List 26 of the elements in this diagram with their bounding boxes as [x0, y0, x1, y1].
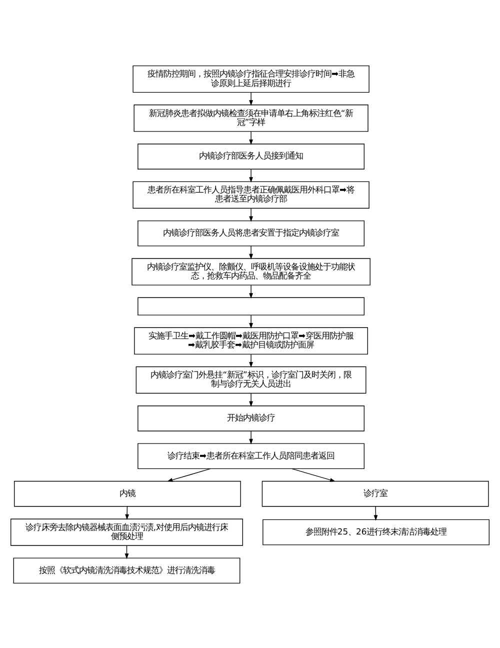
node-box: 内镜诊疗室门外悬挂“新冠”标识，诊疗室门及时关闭，限制与诊疗无关人员进出 [136, 366, 366, 394]
arrow [249, 245, 253, 259]
arrow [249, 392, 253, 406]
arrow [249, 284, 253, 298]
node-box: 参照附件25、26进行终末清洁消毒处理 [262, 518, 490, 545]
arrow [249, 430, 253, 444]
arrow [249, 314, 253, 328]
node-box: 疫情防控期间，按照内镜诊疗指征合理安排诊疗时间➡非急诊原则上延后择期进行 [132, 64, 370, 92]
node-box [138, 296, 365, 315]
node-box: 内镜诊疗部医务人员将患者安置于指定内镜诊疗室 [138, 220, 365, 246]
arrow [249, 354, 253, 368]
node-box: 内镜诊疗部医务人员接到通知 [138, 143, 365, 169]
arrow [249, 92, 253, 106]
arrow [249, 208, 253, 222]
node-box: 内镜诊疗室监护仪、除颤仪、呼吸机等设备设施处于功能状态，抢救车内药品、物品配备齐全 [132, 258, 370, 285]
node-box: 患者所在科室工作人员指导患者正确佩戴医用外科口罩➡将患者送至内镜诊疗部 [132, 180, 370, 208]
node-box: 新冠肺炎患者拟做内镜检查须在申请单右上角标注红色“新冠”字样 [134, 104, 368, 132]
node-box: 诊疗床旁去除内镜器械表面血渍污渍,对使用后内镜进行床侧预处理 [10, 518, 244, 546]
arrow [249, 130, 253, 145]
node-box: 诊疗结束➡患者所在科室工作人员陪同患者返回 [138, 442, 365, 469]
node-box: 按照《软式内镜清洗消毒技术规范》进行清洗消毒 [13, 557, 240, 584]
node-box: 开始内镜诊疗 [138, 405, 365, 431]
node-box: 诊疗室 [262, 480, 489, 506]
arrow [249, 168, 253, 182]
node-box: 实施手卫生➡戴工作圆帽➡戴医用防护口罩➡穿医用防护服➡戴乳胶手套➡戴护目镜或防护面屏 [134, 326, 368, 354]
node-box: 内镜 [14, 480, 241, 506]
